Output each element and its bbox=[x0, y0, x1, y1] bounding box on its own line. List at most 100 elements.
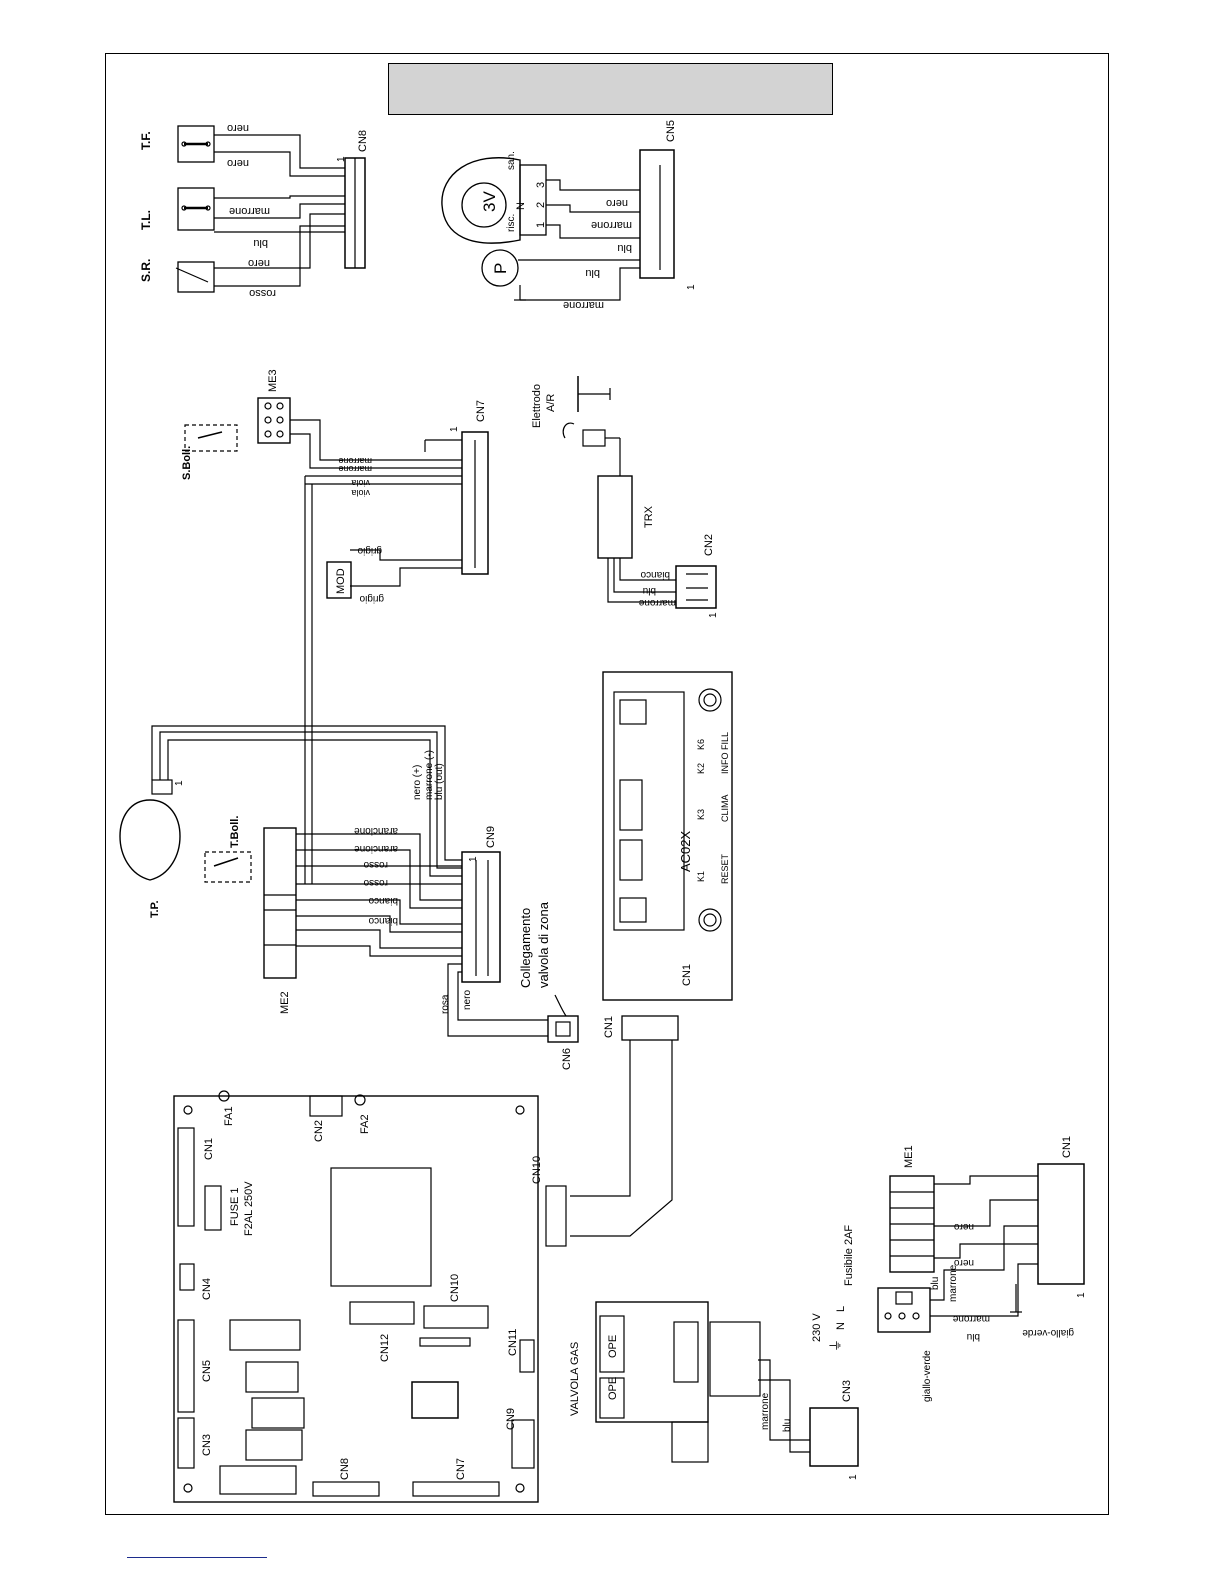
connector-cn3-gas: CN3 1 bbox=[809, 1380, 859, 1480]
flat-cable: CN1 bbox=[570, 1015, 679, 1237]
fuse-block: Fusibile 2AF 230 V L N ⏚ bbox=[811, 1225, 931, 1352]
label-collegamento: Collegamento bbox=[518, 908, 533, 988]
wires-cn7 bbox=[290, 419, 462, 884]
label-n-valve: N bbox=[515, 202, 527, 210]
wire-label-marrone-cn7a: marrone bbox=[338, 456, 372, 466]
label-clima: CLIMA bbox=[720, 794, 730, 822]
label-f2al: F2AL 250V bbox=[243, 1181, 255, 1236]
wire-label-viola-b: viola bbox=[351, 488, 370, 498]
valve-pin1: 1 bbox=[535, 222, 547, 228]
wire-label-marrone-minus: marrone (-) bbox=[424, 750, 435, 800]
valve-3v: 3V san. N risc. 3 2 1 bbox=[441, 151, 547, 244]
footer-link-rule bbox=[127, 1557, 267, 1558]
label-mod: MOD bbox=[335, 568, 347, 594]
label-cn1-power: CN1 bbox=[1061, 1136, 1073, 1158]
wire-label-bianco-b: bianco bbox=[368, 915, 398, 926]
diagram-frame bbox=[105, 53, 1109, 1515]
cn5-pin1: 1 bbox=[686, 284, 697, 290]
connector-cn8-top: CN8 1 bbox=[336, 130, 369, 269]
wires-cn5 bbox=[518, 179, 640, 301]
valve-pin3: 3 bbox=[535, 182, 547, 188]
wire-label-marrone-trx: marrone bbox=[638, 597, 676, 608]
wire-label-blu-cn5: blu bbox=[617, 242, 632, 254]
label-cn3-gas: CN3 bbox=[841, 1380, 853, 1402]
wire-label-marrone-gas: marrone bbox=[760, 1392, 771, 1430]
label-cn2-board: CN2 bbox=[313, 1120, 325, 1142]
main-control-board bbox=[173, 1090, 567, 1503]
wire-label-rosa: rosa bbox=[440, 994, 451, 1014]
sensor-tl: T.L. bbox=[139, 187, 215, 231]
wire-label-nero-me1a: nero bbox=[954, 1221, 974, 1232]
display-board-ac02x: AC02X K1 RESET K3 CLIMA K2 INFO K6 FILL … bbox=[602, 671, 733, 1001]
label-fill: FILL bbox=[720, 732, 730, 750]
label-k2: K2 bbox=[696, 763, 706, 774]
label-cn7-board: CN7 bbox=[455, 1458, 467, 1480]
wire-label-giallo-verde-a: giallo-verde bbox=[1022, 1327, 1074, 1338]
label-ac02x: AC02X bbox=[678, 830, 693, 872]
wires-power bbox=[930, 1175, 1038, 1317]
label-cn11: CN11 bbox=[507, 1329, 519, 1356]
label-valvola-gas: VALVOLA GAS bbox=[569, 1342, 581, 1416]
terminal-me2: ME2 bbox=[263, 827, 297, 1014]
cn1-pin1: 1 bbox=[1076, 1292, 1087, 1298]
label-trx: TRX bbox=[643, 505, 655, 528]
connector-cn7-top: CN7 1 bbox=[424, 400, 489, 575]
wire-label-nero-zone: nero bbox=[462, 990, 473, 1010]
label-k1: K1 bbox=[696, 871, 706, 882]
label-fusibile: Fusibile 2AF bbox=[843, 1225, 855, 1286]
modulator-mod: MOD bbox=[326, 561, 352, 599]
thermostat-sboll: S.Boll. bbox=[181, 424, 238, 480]
label-ope1: OPE bbox=[607, 1335, 619, 1358]
transformer-trx: TRX bbox=[597, 475, 676, 603]
label-tboll: T.Boll. bbox=[229, 816, 241, 848]
label-cn12: CN12 bbox=[379, 1334, 391, 1362]
wires-cn8 bbox=[214, 134, 345, 287]
wire-label-viola-a: viola bbox=[351, 478, 370, 488]
label-ar: A/R bbox=[545, 394, 557, 412]
label-cn1-board-left: CN1 bbox=[203, 1138, 215, 1160]
label-sr: S.R. bbox=[139, 259, 153, 282]
label-230v: 230 V bbox=[811, 1313, 823, 1342]
wire-label-nero-tf1: nero bbox=[227, 122, 249, 134]
wire-label-arancione-a: arancione bbox=[354, 825, 398, 836]
terminal-me1: ME1 bbox=[889, 1145, 935, 1273]
label-reset: RESET bbox=[720, 853, 730, 884]
label-k3: K3 bbox=[696, 809, 706, 820]
wire-label-rosso-sr: rosso bbox=[249, 287, 276, 299]
label-l: L bbox=[835, 1306, 847, 1312]
label-n: N bbox=[835, 1322, 847, 1330]
label-cn4: CN4 bbox=[201, 1278, 213, 1300]
label-fa1: FA1 bbox=[223, 1106, 235, 1126]
wire-label-marrone-cn7b: marrone bbox=[338, 464, 372, 474]
wire-label-grigio-a: grigio bbox=[357, 545, 382, 556]
label-sboll: S.Boll. bbox=[181, 446, 193, 480]
cn2-pin1: 1 bbox=[708, 612, 719, 618]
wire-label-nero-cn5: nero bbox=[606, 197, 628, 209]
label-cn9-top: CN9 bbox=[485, 826, 497, 848]
sensor-tf: T.F. bbox=[139, 125, 215, 163]
label-cn5-board: CN5 bbox=[201, 1360, 213, 1382]
label-cn2-top: CN2 bbox=[703, 534, 715, 556]
label-cn10-main: CN10 bbox=[449, 1274, 461, 1302]
label-cn3-board: CN3 bbox=[201, 1434, 213, 1456]
wire-label-nero-me1b: nero bbox=[954, 1257, 974, 1268]
wire-label-blu-trx: blu bbox=[643, 585, 656, 596]
connector-cn6: CN6 bbox=[547, 1015, 579, 1070]
cn8-pin1: 1 bbox=[336, 156, 347, 162]
wire-label-nero-plus: nero (+) bbox=[412, 765, 423, 800]
terminal-me3: ME3 bbox=[257, 369, 291, 444]
wire-label-blu-gas: blu bbox=[782, 1419, 793, 1432]
label-me1: ME1 bbox=[903, 1145, 915, 1168]
label-tl: T.L. bbox=[139, 210, 153, 230]
wire-label-grigio-b: grigio bbox=[359, 593, 384, 604]
title-block bbox=[388, 63, 833, 115]
wire-label-marrone-tl: marrone bbox=[229, 205, 270, 217]
label-cn8-board: CN8 bbox=[339, 1458, 351, 1480]
label-fuse1: FUSE 1 bbox=[229, 1187, 241, 1226]
label-cn8-top: CN8 bbox=[357, 130, 369, 152]
cn3-pin1: 1 bbox=[848, 1474, 859, 1480]
thermostat-tboll: T.Boll. bbox=[204, 816, 252, 883]
wire-label-rosso-a: rosso bbox=[363, 859, 388, 870]
wire-label-blu-pump: blu bbox=[585, 267, 600, 279]
